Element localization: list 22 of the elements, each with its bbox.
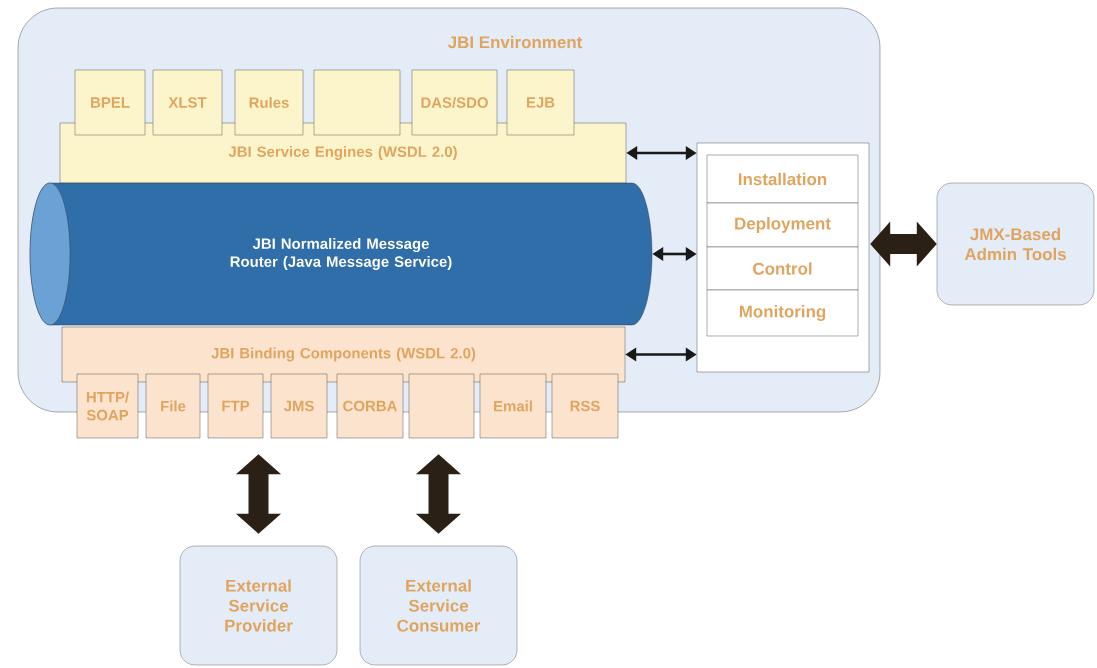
binding-box: HTTP/ SOAP — [76, 373, 139, 439]
engine-box: XLST — [152, 69, 223, 136]
tool-box: JMX-Based Admin Tools — [936, 182, 1095, 306]
binding-box — [408, 373, 475, 439]
binding-box: JMS — [270, 373, 328, 439]
engine-box: BPEL — [74, 69, 146, 136]
engine-box: Rules — [234, 69, 304, 136]
management-row: Control — [706, 246, 859, 291]
engine-box — [313, 69, 401, 136]
binding-box: RSS — [551, 373, 619, 439]
engine-box: DAS/SDO — [411, 69, 498, 136]
tool-box: External Service Provider — [179, 545, 338, 666]
management-row: Deployment — [706, 202, 859, 248]
binding-box: File — [145, 373, 201, 439]
binding-box: FTP — [207, 373, 264, 439]
management-row: Installation — [706, 154, 859, 204]
binding-box: CORBA — [336, 373, 404, 439]
binding-box: Email — [479, 373, 547, 439]
tool-box: External Service Consumer — [359, 545, 518, 666]
management-row: Monitoring — [706, 289, 859, 337]
router-cylinder: JBI Normalized Message Router (Java Message Service) — [29, 182, 653, 326]
engine-box: EJB — [506, 69, 575, 136]
